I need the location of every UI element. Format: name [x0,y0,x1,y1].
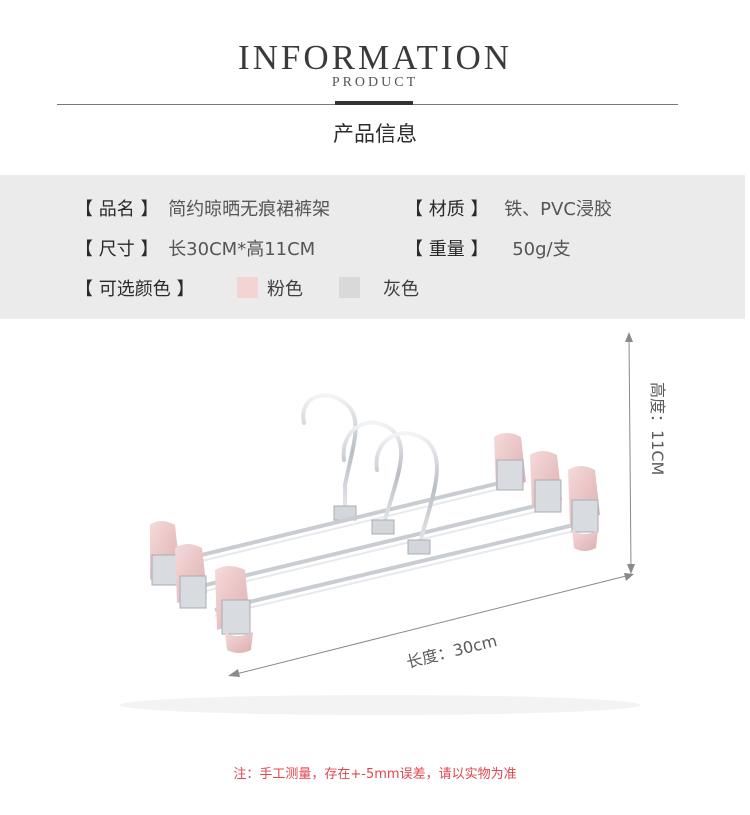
section-title: 产品信息 [333,122,417,146]
gray-color-name: 灰色 [383,279,419,300]
header-subtitle: PRODUCT [331,75,419,90]
size-value: 长30CM*高11CM [168,239,316,260]
color-label: 【 可选颜色 】 [75,279,195,300]
material-value: 铁、PVC浸胶 [504,199,612,220]
info-band: 【 品名 】 简约晾晒无痕裙裤架 【 材质 】 铁、PVC浸胶 【 尺寸 】 长… [0,175,745,319]
size-label: 【 尺寸 】 [75,239,159,260]
size-row: 【 尺寸 】 长30CM*高11CM [75,235,315,261]
name-row: 【 品名 】 简约晾晒无痕裙裤架 [75,195,330,221]
height-label: 高度：11CM [648,382,667,475]
length-label: 长度：30cm [404,631,499,672]
weight-value: 50g/支 [512,239,571,260]
hanger-middle [175,420,562,609]
hanger-front [214,431,600,653]
material-label: 【 材质 】 [405,199,489,220]
shadow [120,695,640,715]
material-row: 【 材质 】 铁、PVC浸胶 [405,195,612,221]
gray-swatch [339,277,360,298]
weight-row: 【 重量 】 50g/支 [405,235,571,261]
weight-label: 【 重量 】 [405,239,489,260]
name-label: 【 品名 】 [75,199,159,220]
hanger-back [150,393,526,586]
measurement-note: 注：手工测量，存在+-5mm误差，请以实物为准 [233,767,517,782]
pink-color-name: 粉色 [267,279,303,300]
length-dimension [228,573,634,677]
header-title: INFORMATION [237,38,513,77]
product-photo: 高度：11CM 长度：30cm [120,332,667,715]
header-divider-accent [335,101,413,105]
height-dimension [625,332,635,574]
color-row: 【 可选颜色 】 [75,275,194,301]
name-value: 简约晾晒无痕裙裤架 [168,199,331,220]
pink-swatch [237,277,258,298]
